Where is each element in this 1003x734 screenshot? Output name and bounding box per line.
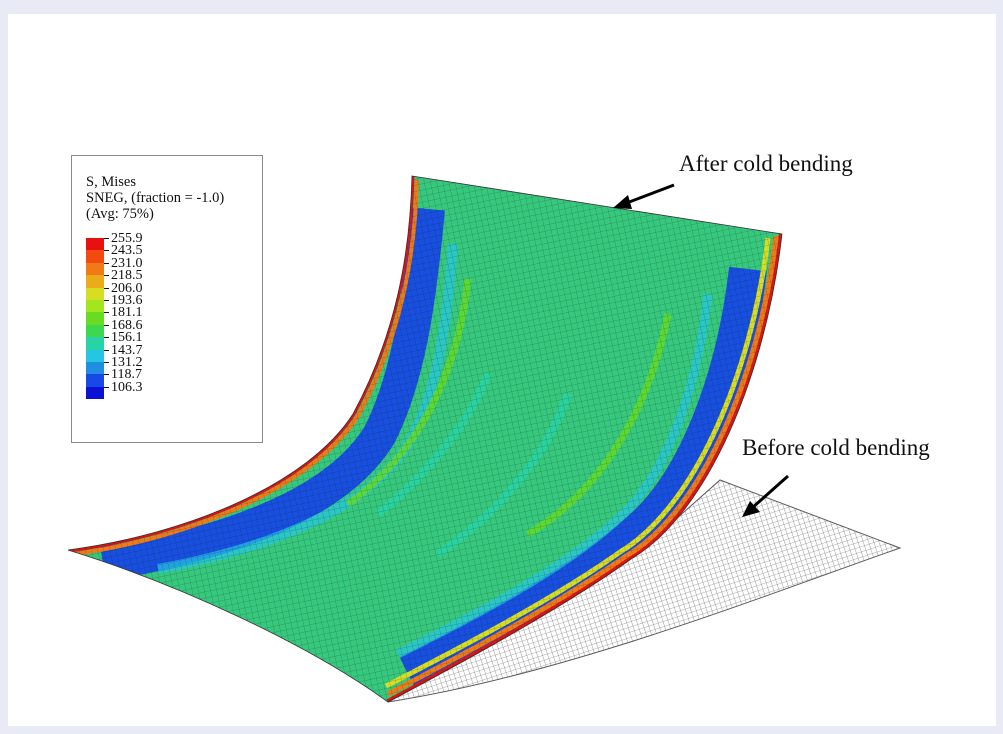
legend-row: 193.6	[86, 293, 236, 313]
after-cold-bending-label: After cold bending	[679, 151, 853, 176]
legend-swatch	[86, 312, 104, 325]
legend-tick-mark	[104, 361, 109, 363]
figure-panel: After cold bending Before cold bending S…	[8, 14, 996, 726]
legend-tick-mark	[104, 374, 109, 376]
legend-row: 143.7	[86, 343, 236, 362]
stress-legend: S, Mises SNEG, (fraction = -1.0) (Avg: 7…	[71, 155, 263, 443]
legend-header: S, Mises SNEG, (fraction = -1.0) (Avg: 7…	[86, 174, 224, 222]
legend-row: 206.0	[86, 281, 236, 300]
flat-plate-mesh	[388, 480, 900, 702]
legend-tick-mark	[104, 324, 109, 326]
legend-tick-label: 243.5	[111, 243, 143, 259]
legend-tick-mark	[104, 238, 109, 239]
legend-subtitle: SNEG, (fraction = -1.0)	[86, 190, 225, 206]
legend-tick-mark	[104, 312, 109, 314]
legend-tick-mark	[104, 386, 109, 388]
legend-tick-label: 143.7	[111, 342, 143, 358]
after-arrow	[613, 183, 675, 209]
legend-row: 118.7	[86, 368, 236, 387]
legend-tick-label: 193.6	[111, 292, 143, 308]
legend-swatch	[86, 250, 104, 263]
legend-tick-mark	[104, 299, 109, 301]
legend-swatch	[86, 238, 104, 251]
legend-row: 255.9	[86, 232, 236, 251]
legend-tick-label: 218.5	[111, 268, 143, 284]
legend-tick-mark	[104, 287, 109, 289]
legend-swatch	[86, 262, 104, 276]
legend-row: 231.0	[86, 256, 236, 276]
legend-tick-mark	[104, 250, 109, 252]
legend-averaging: (Avg: 75%)	[86, 206, 154, 222]
legend-swatch	[86, 386, 104, 400]
legend-swatch	[86, 361, 104, 375]
legend-tick-label: 168.6	[111, 317, 143, 333]
legend-row: 181.1	[86, 306, 236, 325]
legend-tick-label: 231.0	[111, 255, 143, 271]
legend-row: 168.6	[86, 318, 236, 338]
legend-tick-label: 106.3	[111, 379, 143, 395]
legend-tick-label: 118.7	[111, 367, 142, 383]
legend-swatch	[86, 349, 104, 362]
legend-swatch	[86, 299, 104, 313]
legend-swatch	[86, 287, 104, 300]
legend-tick-mark	[104, 349, 109, 351]
before-arrow	[742, 474, 789, 517]
legend-tick-mark	[104, 262, 109, 264]
legend-row: 156.1	[86, 331, 236, 350]
before-cold-bending-label: Before cold bending	[742, 435, 930, 460]
legend-tick-label: 181.1	[111, 305, 143, 321]
legend-swatch	[86, 374, 104, 387]
legend-row: 131.2	[86, 355, 236, 375]
legend-tick-mark	[104, 337, 109, 339]
bent-shell-outline	[67, 175, 783, 703]
legend-tick-label: 255.9	[111, 231, 143, 246]
legend-tick-label: 131.2	[111, 354, 143, 370]
legend-swatch	[86, 337, 104, 350]
legend-swatch	[86, 324, 104, 338]
legend-row: 106.3	[86, 380, 236, 400]
legend-row: 218.5	[86, 269, 236, 288]
legend-tick-label: 156.1	[111, 330, 143, 346]
legend-tick-label: 206.0	[111, 280, 143, 296]
legend-row: 243.5	[86, 244, 236, 263]
legend-swatch	[86, 275, 104, 288]
legend-tick-mark	[104, 275, 109, 277]
legend-title: S, Mises	[86, 174, 136, 190]
